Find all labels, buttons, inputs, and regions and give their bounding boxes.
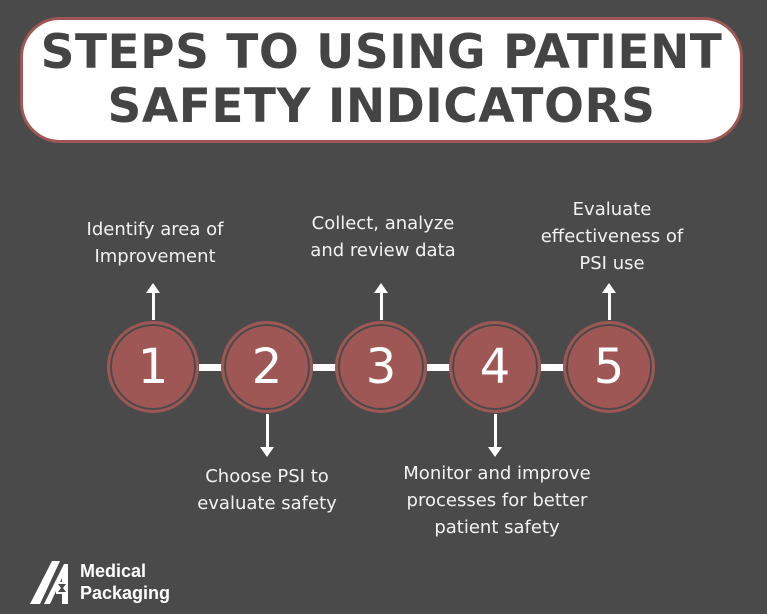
step-1-circle: 1 (107, 321, 199, 413)
step-number: 4 (479, 339, 511, 395)
step-4-arrow-line (494, 414, 497, 448)
arrow-up-icon (146, 283, 160, 293)
step-number: 2 (251, 339, 283, 395)
arrow-up-icon (374, 283, 388, 293)
step-number: 3 (365, 339, 397, 395)
step-3-label: Collect, analyze and review data (310, 213, 456, 261)
step-number: 5 (593, 339, 625, 395)
arrow-down-icon (260, 447, 274, 457)
title-banner: STEPS TO USING PATIENT SAFETY INDICATORS (20, 17, 743, 143)
step-4-circle: 4 (449, 321, 541, 413)
step-5-arrow-line (608, 290, 611, 320)
medical-packaging-logo-icon (30, 561, 68, 604)
title-line-1: STEPS TO USING PATIENT (40, 25, 723, 80)
arrow-down-icon (488, 447, 502, 457)
step-3-arrow-line (380, 290, 383, 320)
title-line-2: SAFETY INDICATORS (107, 79, 656, 134)
step-1-label: Identify area of Improvement (86, 219, 224, 267)
connector-3-4 (427, 364, 451, 371)
step-3-circle: 3 (335, 321, 427, 413)
step-number: 1 (137, 339, 169, 395)
step-2-circle: 2 (221, 321, 313, 413)
step-4-label: Monitor and improve processes for better… (403, 463, 591, 538)
brand-line-1: Medical (80, 561, 147, 581)
brand-name: Medical Packaging (80, 560, 170, 604)
step-5-circle: 5 (563, 321, 655, 413)
step-2-label: Choose PSI to evaluate safety (197, 466, 337, 514)
step-1-arrow-line (152, 290, 155, 320)
connector-2-3 (313, 364, 337, 371)
connector-4-5 (541, 364, 565, 371)
connector-1-2 (199, 364, 223, 371)
step-2-arrow-line (266, 414, 269, 448)
step-5-label: Evaluate effectiveness of PSI use (540, 199, 684, 274)
brand-line-2: Packaging (80, 583, 171, 603)
arrow-up-icon (602, 283, 616, 293)
